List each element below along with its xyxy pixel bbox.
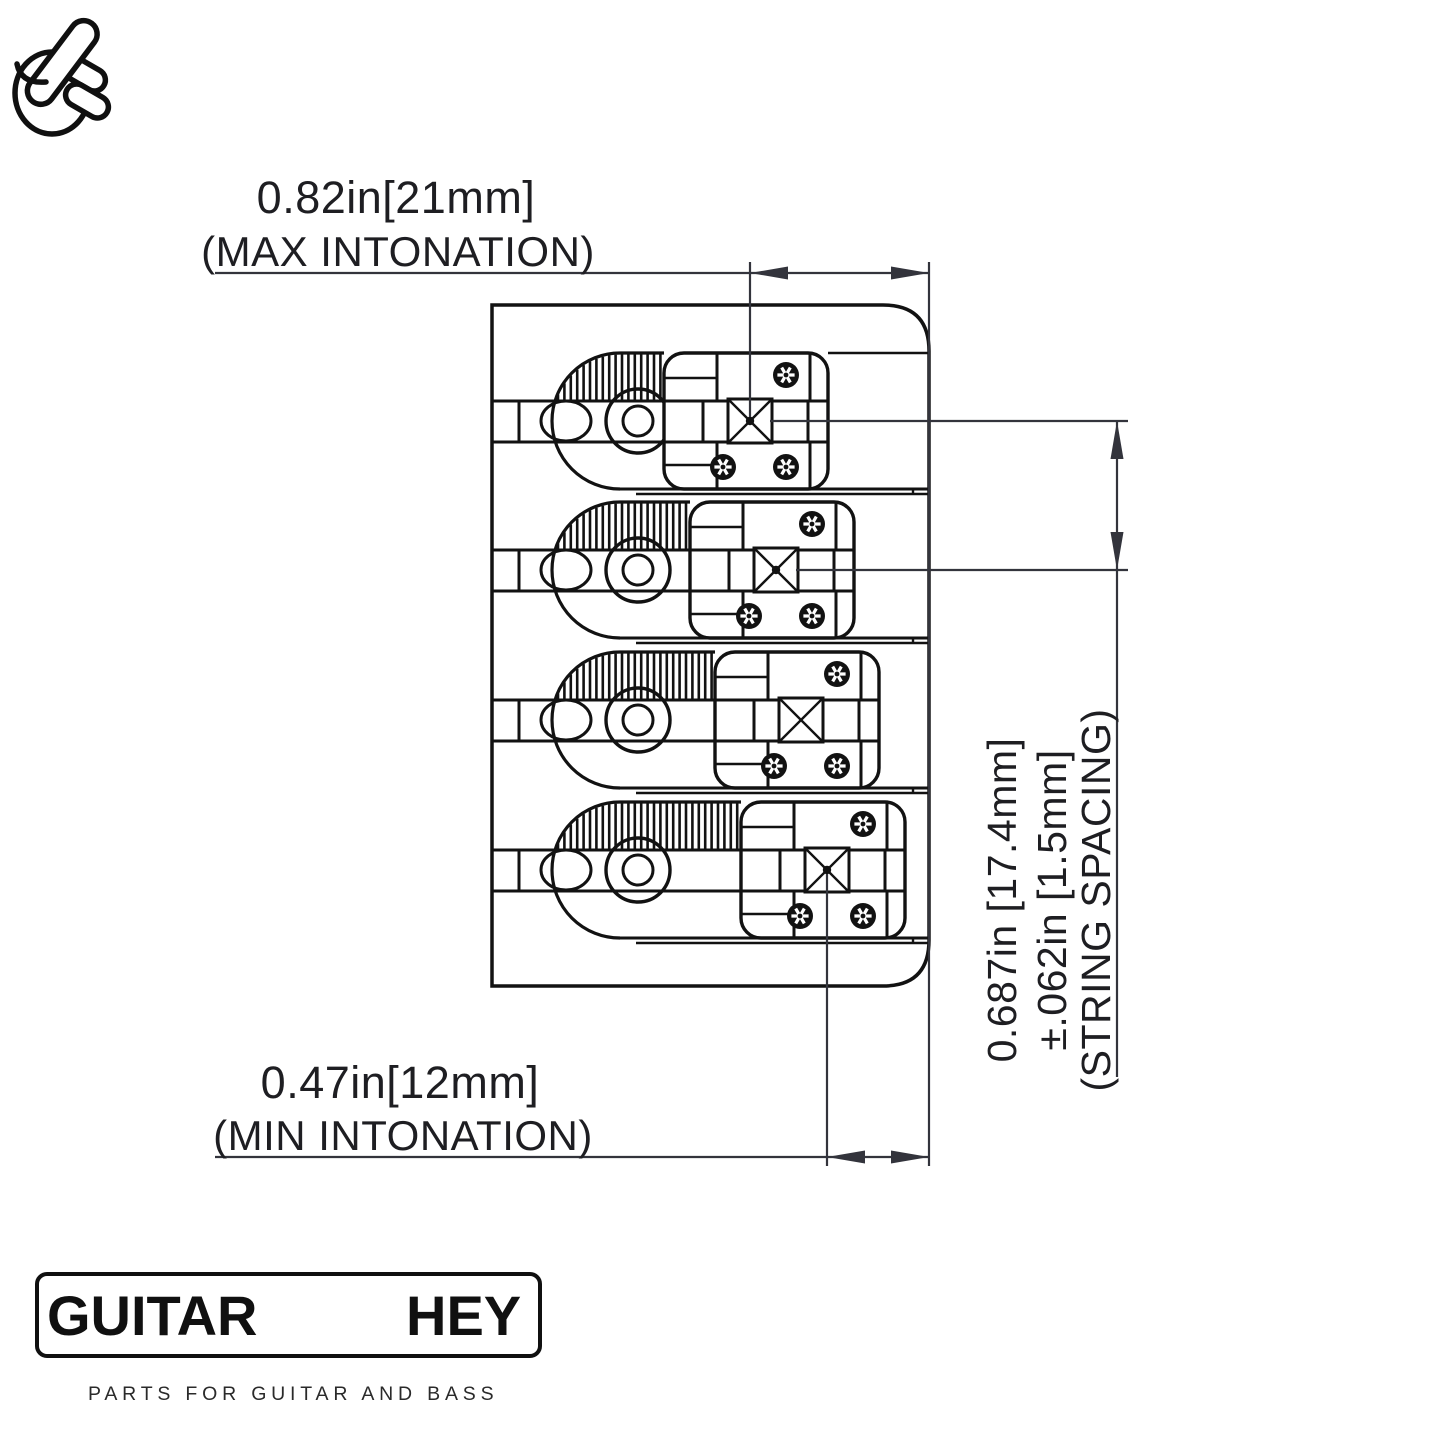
string-contact-point bbox=[745, 416, 755, 426]
saddle-paddle bbox=[550, 500, 621, 640]
saddle-screw-icon bbox=[773, 454, 799, 480]
intonation-spring bbox=[556, 653, 713, 700]
string-contact-point bbox=[822, 865, 832, 875]
washer-outer bbox=[604, 836, 672, 904]
saddle-screw-icon bbox=[736, 603, 762, 629]
saddle-paddle bbox=[550, 351, 621, 491]
washer-inner bbox=[621, 853, 655, 887]
saddle-screw-icon bbox=[799, 603, 825, 629]
string-contact-point bbox=[771, 565, 781, 575]
saddle-screw-icon bbox=[850, 903, 876, 929]
max-intonation-value: 0.82in[21mm] bbox=[257, 172, 536, 223]
saddle-screw-icon bbox=[773, 362, 799, 388]
saddle-screw-icon bbox=[787, 903, 813, 929]
saddle-screw-icon bbox=[824, 753, 850, 779]
string-ball-end bbox=[539, 698, 593, 742]
dimension-lines bbox=[215, 262, 1128, 1166]
saddle-assembly-4 bbox=[493, 800, 928, 945]
string-ball-end bbox=[539, 848, 593, 892]
saddle-screw-icon bbox=[710, 454, 736, 480]
string-spacing-value: 0.687in [17.4mm] bbox=[979, 738, 1025, 1063]
intonation-spring bbox=[556, 503, 688, 550]
saddle-assembly-3 bbox=[493, 650, 928, 795]
string-spacing-tolerance: ±.062in [1.5mm] bbox=[1029, 749, 1075, 1050]
string-ball-end bbox=[539, 548, 593, 592]
intonation-spring bbox=[556, 354, 662, 401]
washer-outer bbox=[604, 686, 672, 754]
saddle-screw-icon bbox=[850, 811, 876, 837]
logo-border bbox=[35, 1272, 542, 1358]
saddle-screw-icon bbox=[761, 753, 787, 779]
washer-outer bbox=[604, 536, 672, 604]
min-intonation-value: 0.47in[12mm] bbox=[261, 1057, 540, 1108]
logo-text-hey: HEY bbox=[406, 1284, 522, 1347]
logo-text-guitar: GUITAR bbox=[47, 1284, 258, 1347]
rock-hand-icon bbox=[3, 17, 112, 137]
logo-tagline: PARTS FOR GUITAR AND BASS bbox=[88, 1383, 499, 1405]
dimension-annotations: 0.82in[21mm] (MAX INTONATION) 0.47in[12m… bbox=[201, 172, 1119, 1159]
saddle-paddle bbox=[550, 800, 621, 940]
max-intonation-label: (MAX INTONATION) bbox=[201, 228, 595, 275]
bass-bridge-top-view bbox=[490, 303, 931, 988]
string-ball-end bbox=[539, 399, 593, 443]
intonation-spring bbox=[556, 803, 739, 850]
washer-inner bbox=[621, 703, 655, 737]
saddle-screw-icon bbox=[824, 661, 850, 687]
string-spacing-label: (STRING SPACING) bbox=[1073, 708, 1119, 1091]
thumb-fold bbox=[14, 61, 49, 85]
curled-finger-lower bbox=[62, 81, 112, 121]
washer-inner bbox=[621, 553, 655, 587]
saddle-assembly-1 bbox=[493, 351, 928, 496]
saddle-paddle bbox=[550, 650, 621, 790]
saddle-assembly-2 bbox=[493, 500, 928, 645]
min-intonation-label: (MIN INTONATION) bbox=[213, 1112, 593, 1159]
washer-inner bbox=[621, 404, 655, 438]
saddle-screw-icon bbox=[799, 511, 825, 537]
